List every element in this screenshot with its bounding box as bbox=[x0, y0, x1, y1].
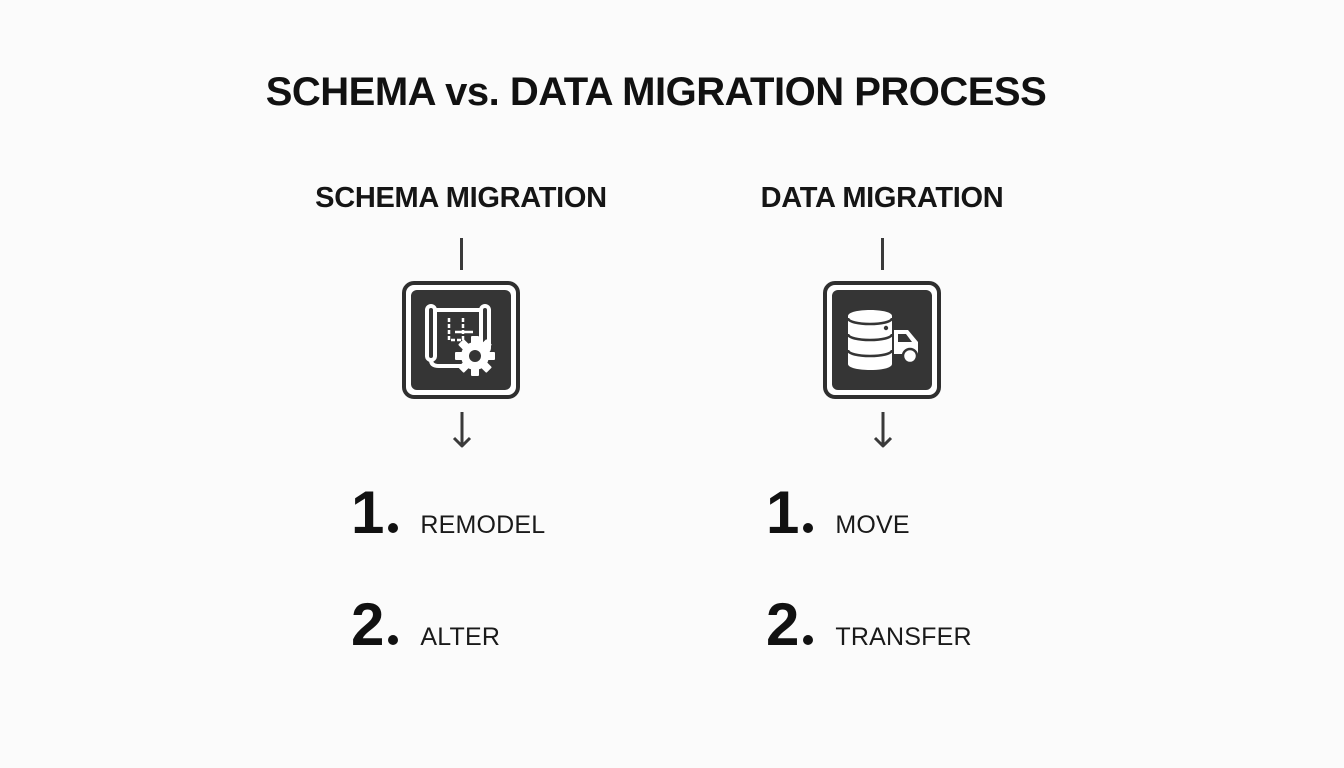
step-dot bbox=[388, 523, 399, 533]
data-migration-heading: DATA MIGRATION bbox=[760, 182, 1004, 214]
step-label: REMODEL bbox=[420, 511, 546, 539]
step-dot bbox=[803, 635, 814, 645]
step-label: ALTER bbox=[420, 623, 501, 651]
data-icon-box bbox=[823, 281, 941, 399]
data-step-1: 1 MOVE bbox=[766, 478, 910, 546]
step-dot bbox=[803, 523, 814, 533]
arrow-down-icon bbox=[452, 412, 472, 448]
schema-migration-heading: SCHEMA MIGRATION bbox=[315, 182, 607, 214]
connector-line bbox=[881, 238, 884, 270]
step-number: 1 bbox=[766, 479, 799, 546]
blueprint-gear-icon bbox=[411, 290, 511, 390]
connector-line bbox=[460, 238, 463, 270]
arrow-down-icon bbox=[873, 412, 893, 448]
schema-step-2: 2 ALTER bbox=[351, 590, 501, 658]
step-label: MOVE bbox=[835, 511, 910, 539]
page-title: SCHEMA vs. DATA MIGRATION PROCESS bbox=[265, 70, 1047, 114]
step-number: 2 bbox=[766, 591, 799, 658]
step-number: 2 bbox=[351, 591, 384, 658]
step-dot bbox=[388, 635, 399, 645]
step-label: TRANSFER bbox=[835, 623, 972, 651]
database-truck-icon bbox=[832, 290, 932, 390]
schema-icon-box bbox=[402, 281, 520, 399]
data-step-2: 2 TRANSFER bbox=[766, 590, 972, 658]
step-number: 1 bbox=[351, 479, 384, 546]
schema-step-1: 1 REMODEL bbox=[351, 478, 546, 546]
